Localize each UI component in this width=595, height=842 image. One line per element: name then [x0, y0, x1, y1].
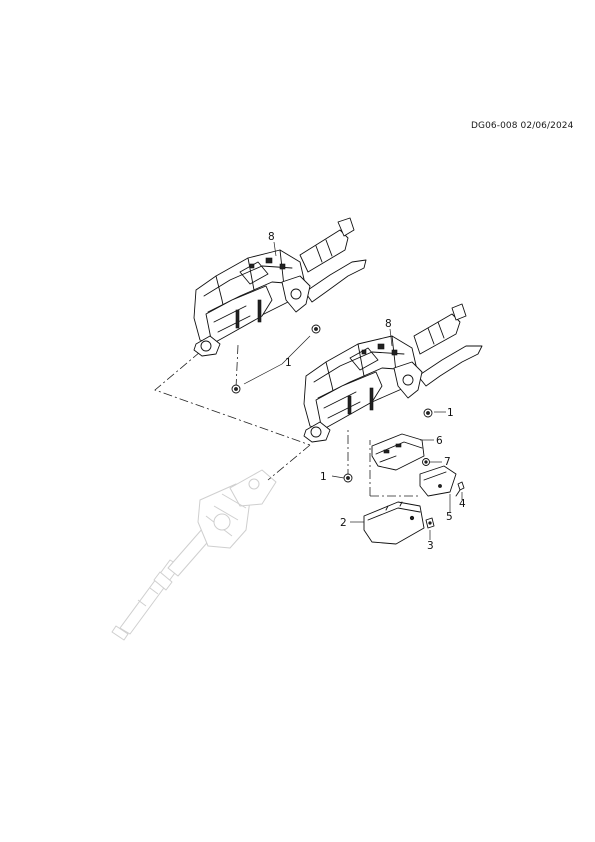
callout-labels: 8 1 8 1 6 7 1 4 5 2 3 [268, 231, 466, 552]
callout-5: 5 [446, 511, 453, 523]
bracket-part5 [419, 465, 457, 497]
lower-cover-part2 [363, 501, 425, 545]
callout-4: 4 [459, 498, 466, 510]
callout-1-right: 1 [447, 407, 454, 419]
leader-lines [243, 241, 463, 540]
intermediate-shaft-ghost [111, 469, 277, 641]
callout-6: 6 [436, 435, 443, 447]
steering-column-lower [303, 303, 483, 483]
callout-7: 7 [444, 456, 451, 468]
callout-8-lower: 8 [385, 318, 392, 330]
control-module-part6 [371, 433, 425, 471]
callout-2: 2 [340, 517, 347, 529]
screw-part3 [425, 517, 435, 529]
steering-column-upper [193, 217, 367, 394]
document-code: DG06-008 02/06/2024 [471, 121, 574, 131]
callout-1-lower: 1 [320, 471, 327, 483]
assembly-centerlines [154, 344, 420, 497]
screw-part7 [422, 458, 430, 466]
callout-1-upper: 1 [285, 357, 292, 369]
callout-3: 3 [427, 540, 434, 552]
callout-8-upper: 8 [268, 231, 275, 243]
bolt-part4 [455, 481, 465, 497]
